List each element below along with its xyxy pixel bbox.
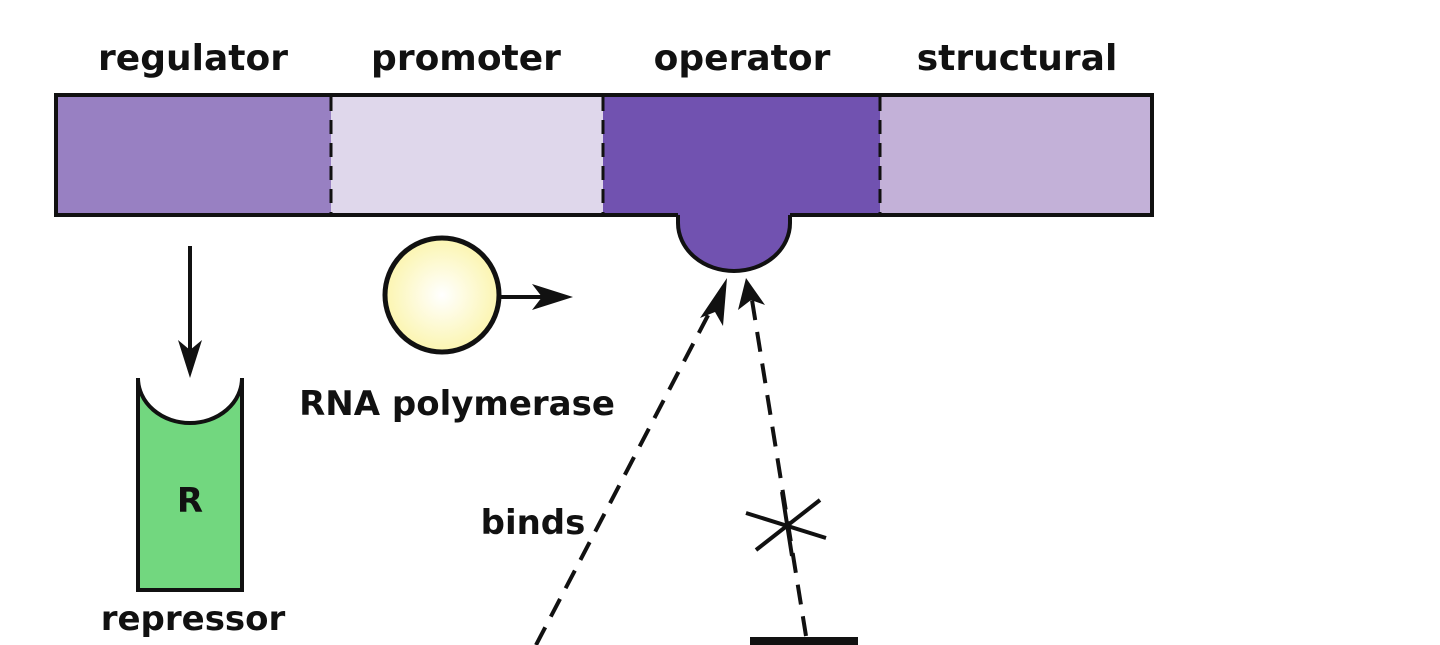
operator-binding-outline xyxy=(676,215,792,273)
blocked-binding-arrow xyxy=(738,278,808,637)
structural-gene xyxy=(880,95,1152,215)
operator-binding-site xyxy=(678,215,790,271)
regulator-gene xyxy=(56,95,331,215)
repressor-label: repressor xyxy=(101,599,286,639)
operator-region xyxy=(603,95,880,215)
rna-polymerase-label: RNA polymerase xyxy=(299,384,615,424)
inducer-block xyxy=(750,637,858,645)
repressor-letter: R xyxy=(177,481,203,521)
regulator-to-repressor-arrow xyxy=(178,246,202,378)
repressor-protein xyxy=(136,377,244,592)
rna-polymerase xyxy=(382,235,502,355)
structural-label: structural xyxy=(917,38,1118,79)
promoter-label: promoter xyxy=(371,38,561,79)
regulator-label: regulator xyxy=(98,38,288,79)
dna-bar-outline xyxy=(54,93,1154,217)
promoter-region xyxy=(331,95,603,215)
polymerase-direction-arrow xyxy=(499,284,573,310)
binds-label: binds xyxy=(481,503,586,543)
no-binding-cross-icon xyxy=(745,491,827,557)
binds-arrow xyxy=(534,278,727,645)
operator-label: operator xyxy=(654,38,831,79)
